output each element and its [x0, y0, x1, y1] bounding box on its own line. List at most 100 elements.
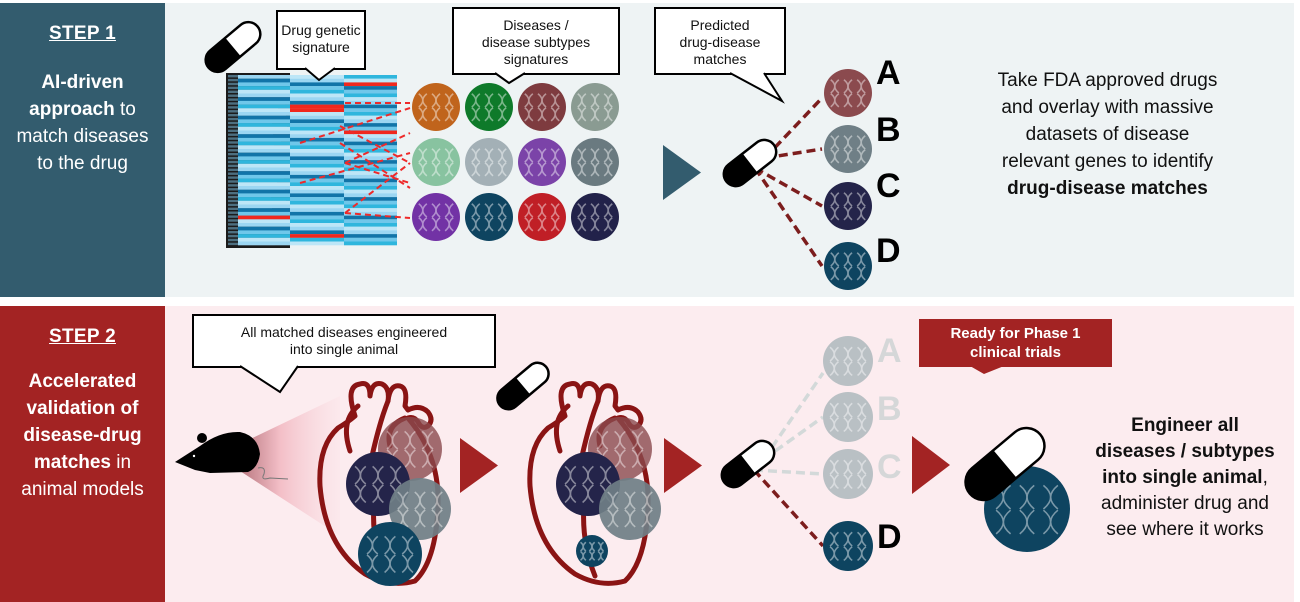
- callout-line: Drug genetic: [281, 22, 361, 38]
- heatmap-cell: [238, 197, 290, 201]
- heatmap-cell: [238, 174, 290, 179]
- heatmap-cell: [290, 152, 344, 157]
- disease-circle: [518, 193, 566, 241]
- heatmap-cell: [290, 119, 344, 124]
- heatmap-cell: [344, 137, 397, 142]
- disease-circle: [571, 193, 619, 241]
- callout-line: Predicted: [690, 17, 750, 33]
- summary-line: administer drug and: [1101, 493, 1269, 514]
- disease-circle: [571, 83, 619, 131]
- step1-sidebar: STEP 1 AI-driven approach to match disea…: [0, 3, 165, 297]
- callout-line: Diseases /: [503, 17, 569, 33]
- pill-icon: [720, 439, 776, 489]
- validated-matches-diagram: [720, 336, 873, 571]
- match-line: [344, 132, 411, 164]
- heatmap-cell: [238, 130, 290, 135]
- heatmap-cell: [290, 189, 344, 194]
- heatmap-cell: [238, 219, 290, 224]
- heatmap-cell: [238, 145, 290, 150]
- heatmap-cell: [344, 126, 397, 131]
- disease-signature-grid: [412, 83, 619, 241]
- heatmap-cell: [238, 167, 290, 172]
- heatmap-cell: [344, 167, 397, 172]
- heatmap-cell: [238, 241, 290, 246]
- step1-summary: Take FDA approved drugs and overlay with…: [940, 67, 1275, 202]
- disease-circle: [518, 83, 566, 131]
- heatmap-cell: [344, 75, 397, 79]
- heatmap-cell: [344, 82, 397, 87]
- heatmap-cell: [344, 223, 397, 227]
- heatmap-cell: [290, 115, 344, 120]
- callout-line: signature: [292, 39, 350, 55]
- step1-description-bold: AI-driven approach: [29, 72, 124, 120]
- match-line: [344, 162, 411, 184]
- heatmap-cell: [290, 174, 344, 179]
- heatmap-cell: [290, 108, 344, 113]
- heatmap-cell: [290, 149, 344, 153]
- heatmap-cell: [290, 208, 344, 212]
- drug-on-disease-icon: [964, 426, 1070, 552]
- phase1-ready-badge: Ready for Phase 1 clinical trials: [919, 319, 1112, 367]
- match-line: [339, 142, 411, 189]
- pill-icon: [964, 426, 1046, 502]
- heatmap-cell: [290, 156, 344, 161]
- heatmap-cell: [238, 193, 290, 198]
- heatmap-cell: [238, 89, 290, 94]
- heatmap-cell: [290, 219, 344, 224]
- heatmap-cell: [344, 186, 397, 190]
- heatmap-cell: [344, 149, 397, 153]
- heatmap-cell: [238, 112, 290, 116]
- disease-signatures-callout: Diseases / disease subtypes signatures: [452, 7, 620, 75]
- match-line: [339, 125, 411, 164]
- heatmap-cell: [290, 130, 344, 135]
- summary-line-bold: Engineer all: [1131, 415, 1239, 436]
- badge-line: clinical trials: [970, 344, 1061, 361]
- matched-disease-circle: [824, 125, 872, 173]
- validated-label-c: C: [877, 448, 902, 486]
- heatmap-cell: [238, 108, 290, 113]
- heatmap-cell: [238, 208, 290, 212]
- validated-label-b: B: [877, 390, 902, 428]
- heatmap-cell: [290, 82, 344, 87]
- heatmap-cell: [344, 115, 397, 120]
- heatmap-cell: [290, 211, 344, 216]
- heatmap-cell: [290, 215, 344, 220]
- heart-disease-d-shrunk: [576, 535, 608, 567]
- summary-line: and overlay with massive: [1001, 97, 1214, 118]
- heart-vessel: [369, 398, 391, 459]
- step2-title: STEP 2: [49, 326, 116, 347]
- drug-signature-heatmap: [226, 73, 397, 248]
- heatmap-cell: [238, 141, 290, 146]
- heatmap-cell: [290, 78, 344, 83]
- disease-circle: [465, 83, 513, 131]
- heatmap-cell: [238, 223, 290, 227]
- summary-line: relevant genes to identify: [1001, 151, 1214, 172]
- disease-circle: [412, 83, 460, 131]
- heatmap-cell: [238, 123, 290, 127]
- disease-circle: [518, 138, 566, 186]
- match-label-c: C: [876, 167, 901, 205]
- validated-connector: [753, 468, 824, 476]
- pill-icon: [496, 361, 550, 411]
- heatmap-cell: [238, 152, 290, 157]
- heart-disease-d: [358, 522, 422, 586]
- step2-panel: STEP 2 Accelerated validation of disease…: [0, 306, 1294, 602]
- step1-title: STEP 1: [49, 23, 116, 44]
- heatmap-cell: [238, 156, 290, 161]
- heatmap-cell: [238, 75, 290, 79]
- summary-line: see where it works: [1106, 519, 1264, 540]
- step2-description-rest: in animal models: [21, 452, 144, 500]
- heatmap-cell: [238, 178, 290, 183]
- heatmap-cell: [238, 234, 290, 238]
- disease-circle: [465, 193, 513, 241]
- heatmap-cell: [344, 189, 397, 194]
- faded-disease-circle: [823, 449, 873, 499]
- heatmap-cell: [290, 145, 344, 150]
- heatmap-cell: [344, 234, 397, 238]
- summary-line: Take FDA approved drugs: [997, 70, 1218, 91]
- validated-label-a: A: [877, 332, 902, 370]
- heart-icon: [527, 381, 661, 586]
- match-connector: [764, 147, 823, 160]
- heatmap-cell: [238, 119, 290, 124]
- heart-vessel: [553, 403, 571, 454]
